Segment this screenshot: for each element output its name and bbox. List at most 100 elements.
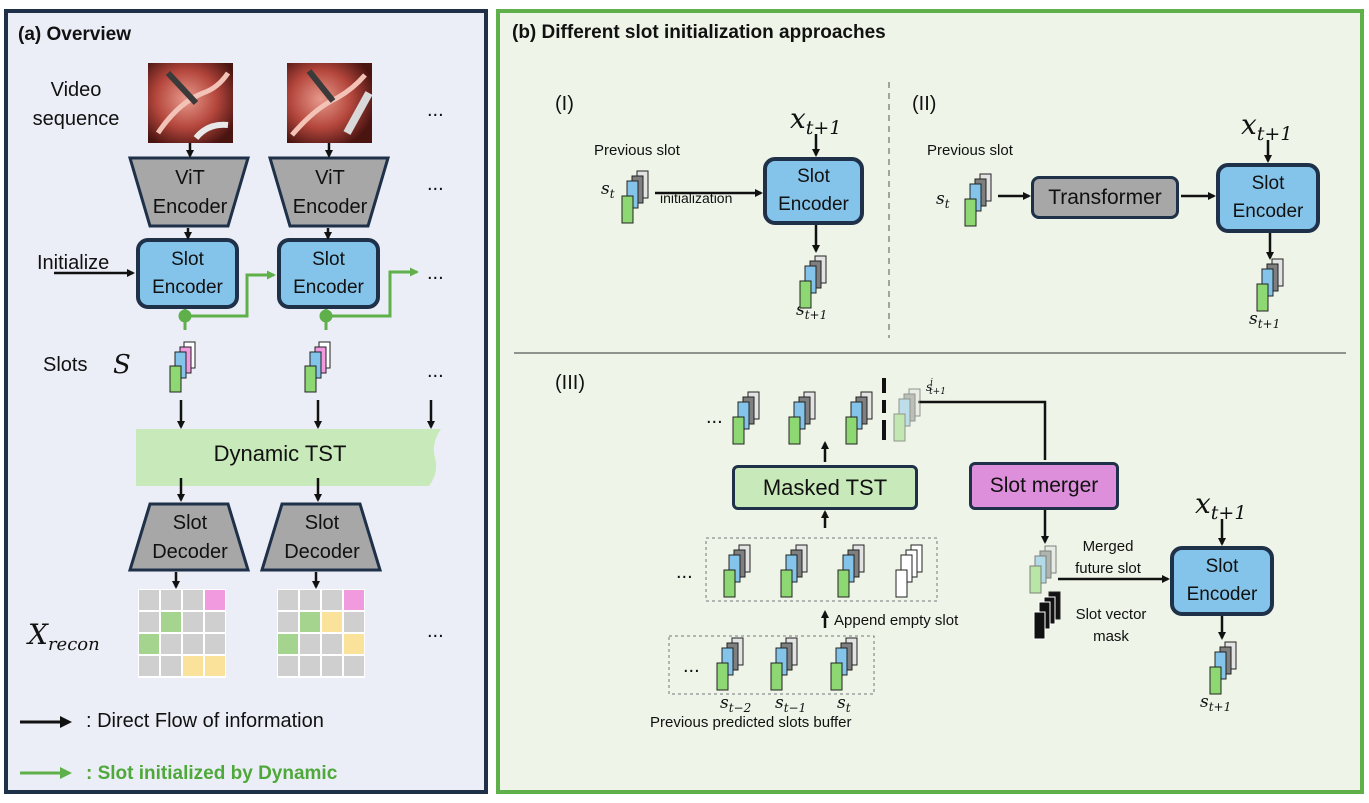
slot-encoder-2-line2: Encoder: [293, 276, 364, 298]
approach-2-out-s: s: [1249, 309, 1258, 329]
overview-title: (a) Overview: [18, 24, 131, 45]
approach-3-input: xt+1: [1195, 487, 1246, 524]
approach-1-x: x: [790, 102, 806, 135]
approach-1-out-s: s: [796, 300, 805, 320]
slot-decoder-shape-2: [260, 502, 382, 572]
approach-2-slot-line2: Encoder: [1232, 201, 1304, 222]
vit-encoder-2: ViT Encoder: [278, 163, 382, 223]
vit-ellipsis: ...: [427, 173, 444, 195]
slot-encoder-1-line1: Slot: [171, 248, 204, 270]
approach-3-out-s: s: [1200, 692, 1209, 712]
buffer-sub-tm1-text: t−1: [783, 701, 807, 715]
masked-tst: Masked TST: [732, 465, 918, 510]
video-ellipsis: ...: [427, 99, 444, 121]
approach-3-out-sub: t+1: [1208, 700, 1232, 714]
approach-2-s: s: [936, 189, 945, 209]
vit-label-2a: ViT: [315, 167, 345, 189]
slot-decoder-1: Slot Decoder: [138, 508, 242, 568]
vit-label-1b: Encoder: [152, 196, 228, 218]
slot-encoder-1: Slot Encoder: [136, 238, 239, 309]
legend-green-arrow-icon: [20, 767, 72, 779]
buffer-sub-tm2: st−2: [720, 693, 752, 715]
approaches-title: (b) Different slot initialization approa…: [512, 22, 886, 43]
video-frame-2: [287, 63, 372, 143]
approach-3-future-sub: t+1: [929, 387, 946, 397]
slot-vector-mask-label: Slot vector mask: [1061, 604, 1161, 648]
recon-symbol: Xrecon: [28, 618, 100, 655]
append-empty-slot: Append empty slot: [834, 612, 959, 629]
recon-ellipsis: ...: [427, 620, 444, 642]
approach-3-x: x: [1195, 487, 1211, 520]
approach-3-slot-encoder: Slot Encoder: [1170, 546, 1274, 616]
approach-2-transformer: Transformer: [1031, 176, 1179, 219]
buffer-sub-tm1: st−1: [775, 693, 807, 715]
approach-2-previous-slot: Previous slot: [927, 142, 1013, 159]
approach-2-st: st: [936, 189, 950, 211]
slot-encoder-ellipsis: ...: [427, 262, 444, 284]
slot-decoder-2: Slot Decoder: [270, 508, 374, 568]
section-separators: [514, 82, 1346, 354]
mask-line2: mask: [1093, 628, 1129, 645]
video-label-line1: Video: [50, 79, 102, 101]
approach-2-x: x: [1241, 108, 1257, 141]
slot-encoder-1-line2: Encoder: [152, 276, 223, 298]
slot-encoder-2: Slot Encoder: [277, 238, 380, 309]
buffer-sub-tm2-text: t−2: [728, 701, 752, 715]
approach-1-s-sub: t: [609, 187, 615, 201]
vit-encoder-shape-1: [128, 156, 250, 228]
approach-2-slot-encoder: Slot Encoder: [1216, 163, 1320, 233]
dynamic-tst-shape: [136, 429, 441, 486]
approach-1-out-sub: t+1: [804, 308, 828, 322]
approach-2-label: (II): [912, 93, 937, 115]
slot-encoder-2-line1: Slot: [312, 248, 345, 270]
buffer-sub-t-text: t: [845, 701, 851, 715]
vit-label-1a: ViT: [175, 167, 205, 189]
approach-2-slot-line1: Slot: [1251, 173, 1285, 194]
slot-decoder-1-line1: Slot: [172, 512, 208, 534]
previous-predicted-slots-buffer: Previous predicted slots buffer: [650, 714, 852, 731]
approach-2-output: st+1: [1249, 309, 1281, 331]
approach-1-slot-line1: Slot: [797, 166, 830, 187]
mask-line1: Slot vector: [1075, 606, 1147, 623]
recon-grid-2: [277, 589, 365, 678]
legend-slot-initialized: : Slot initialized by Dynamic: [86, 763, 338, 784]
approach-1-previous-slot: Previous slot: [594, 142, 680, 159]
slots-label: Slots: [43, 354, 88, 376]
merged-line2: future slot: [1075, 560, 1141, 577]
approach-2-out-sub: t+1: [1257, 317, 1281, 331]
video-frame-1: [148, 63, 233, 143]
approach-3-future-label: sit+1: [926, 378, 952, 397]
video-sequence-label: Video sequence: [20, 76, 132, 134]
approach-1-input: xt+1: [790, 102, 841, 139]
approach-2-x-sub: t+1: [1256, 123, 1293, 145]
approach-1-st: st: [601, 179, 615, 201]
vit-encoder-1: ViT Encoder: [138, 163, 242, 223]
overview-panel: [4, 9, 488, 794]
slots-symbol: S: [113, 350, 131, 380]
merged-line1: Merged: [1082, 538, 1134, 555]
approach-3-slot-line2: Encoder: [1186, 584, 1258, 605]
approach-3-buf-ellipsis: ...: [683, 655, 700, 677]
recon-grid-1: [138, 589, 226, 678]
approach-1-slot-line2: Encoder: [778, 194, 849, 215]
approach-2-input: xt+1: [1241, 108, 1292, 145]
slot-decoder-shape-1: [128, 502, 250, 572]
approach-3-mid-ellipsis: ...: [676, 561, 693, 583]
approach-3-output: st+1: [1200, 692, 1232, 714]
approach-3-future-s: s: [926, 380, 933, 394]
video-label-line2: sequence: [32, 108, 120, 130]
recon-x: X: [28, 618, 48, 651]
buffer-s-t: s: [837, 693, 846, 713]
approach-1-x-sub: t+1: [805, 117, 842, 139]
merged-future-slot-label: Merged future slot: [1058, 536, 1158, 580]
vit-encoder-shape-2: [268, 156, 390, 228]
buffer-s-tm2: s: [720, 693, 729, 713]
legend-black-arrow-icon: [20, 716, 72, 728]
approach-3-future-sup: i: [930, 378, 934, 388]
approach-1-s: s: [601, 179, 610, 199]
dynamic-tst-label: Dynamic TST: [213, 441, 347, 466]
approach-1-label: (I): [555, 93, 574, 115]
slot-decoder-1-line2: Decoder: [152, 541, 228, 563]
approach-2-s-sub: t: [944, 197, 950, 211]
